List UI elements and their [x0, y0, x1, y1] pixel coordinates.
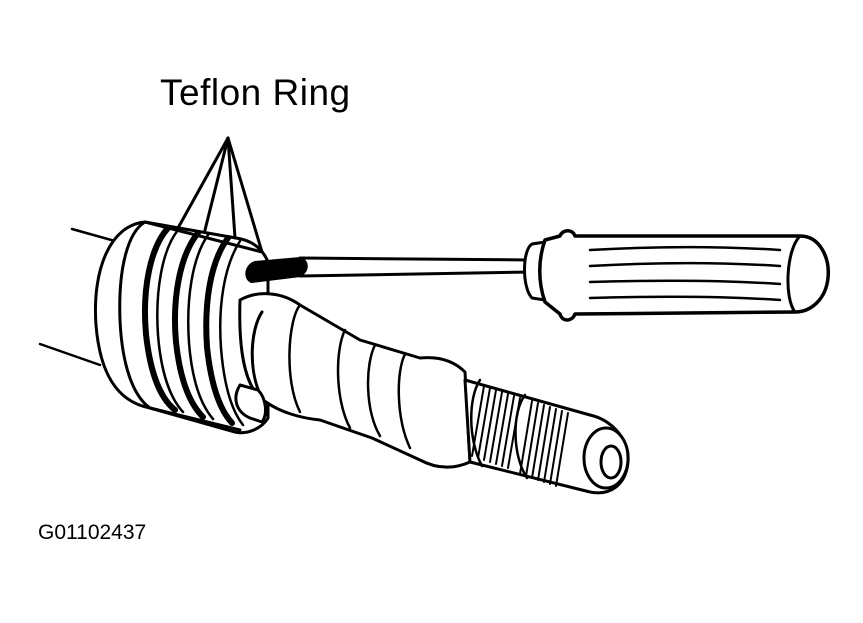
screwdriver	[245, 229, 830, 322]
output-shaft	[234, 292, 472, 469]
figure-id: G01102437	[38, 521, 147, 544]
spline-end	[463, 378, 630, 495]
spline-teeth	[471, 385, 569, 487]
teflon-ring-callout: Teflon Ring	[160, 72, 351, 113]
ring-housing	[93, 220, 270, 435]
callout-leaders	[176, 136, 264, 254]
